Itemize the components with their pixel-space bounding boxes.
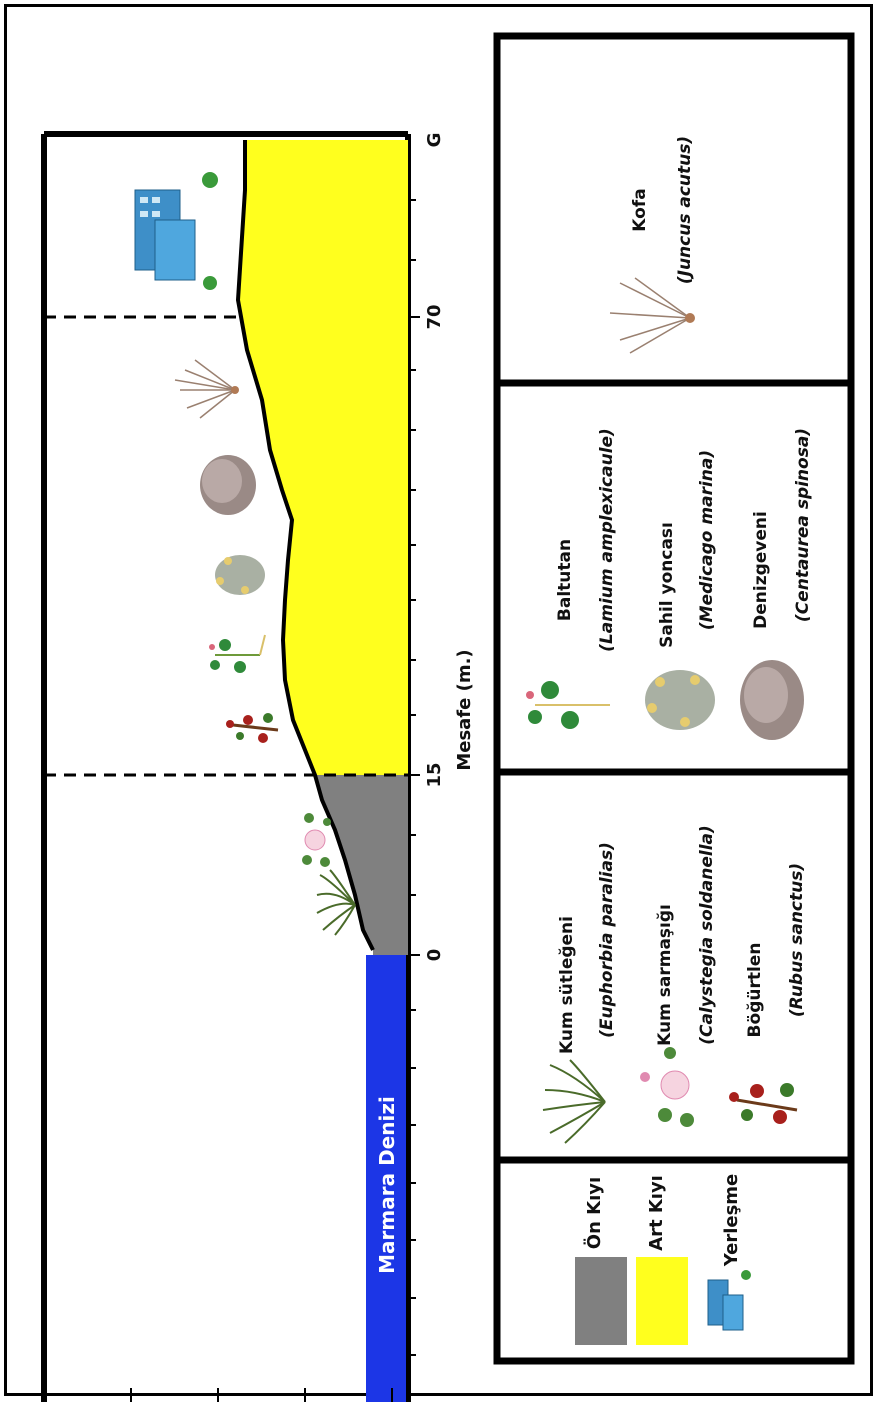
svg-text:(Calystegia soldanella): (Calystegia soldanella): [697, 825, 717, 1045]
legend-building-icon: [708, 1270, 751, 1330]
lamium-icon: [209, 635, 265, 673]
axis-end-north: G: [424, 133, 445, 148]
lamium-icon: [526, 681, 610, 729]
medicago-icon: [215, 555, 265, 595]
art-kiyi-area: [238, 140, 408, 775]
x-tick-label-15: 15: [424, 762, 445, 787]
sea-label: Marmara Denizi: [375, 1096, 399, 1274]
species-kum-sutlegeni: Kum sütleğeni (Euphorbia paralias): [557, 842, 617, 1054]
svg-text:Kum sarmaşığı: Kum sarmaşığı: [655, 904, 675, 1046]
svg-text:(Euphorbia paralias): (Euphorbia paralias): [597, 842, 617, 1038]
legend-art-kiyi: Art Kıyı: [646, 1175, 667, 1251]
species-bogurtlen: Böğürtlen (Rubus sanctus): [745, 863, 807, 1038]
building-icon: [135, 172, 218, 290]
svg-text:Böğürtlen: Böğürtlen: [745, 943, 765, 1038]
flower-icon: [640, 1047, 694, 1127]
species-kum-sarmasigi: Kum sarmaşığı (Calystegia soldanella): [655, 825, 717, 1046]
svg-text:(Juncus acutus): (Juncus acutus): [675, 136, 695, 284]
species-denizgeveni: Denizgeveni (Centaurea spinosa): [751, 428, 813, 629]
rush-icon: [175, 360, 239, 418]
bramble-icon: [729, 1083, 797, 1124]
svg-text:(Rubus sanctus): (Rubus sanctus): [787, 863, 807, 1017]
legend: Ön Kıyı Art Kıyı Yerleşme: [575, 1174, 751, 1345]
species-baltutan: Baltutan (Lamium amplexicaule): [555, 428, 617, 652]
centaurea-icon: [200, 455, 256, 515]
svg-text:(Lamium amplexicaule): (Lamium amplexicaule): [597, 428, 617, 652]
grass-tuft-icon: [543, 1060, 605, 1143]
legend-swatch-on-kiyi: [575, 1257, 627, 1345]
svg-text:Baltutan: Baltutan: [555, 539, 575, 621]
legend-swatch-art-kiyi: [636, 1257, 688, 1345]
svg-text:(Medicago marina): (Medicago marina): [697, 450, 717, 630]
flower-icon: [302, 813, 331, 867]
svg-text:Kofa: Kofa: [630, 188, 650, 231]
x-tick-label-70: 70: [424, 304, 445, 329]
x-tick-label-0: 0: [424, 949, 445, 962]
x-axis-title: Mesafe (m.): [454, 649, 475, 770]
rush-icon: [610, 278, 695, 353]
medicago-icon: [645, 670, 715, 730]
y-axis-ticks: [44, 1388, 392, 1402]
species-kofa: Kofa (Juncus acutus): [630, 136, 695, 284]
legend-on-kiyi: Ön Kıyı: [583, 1177, 605, 1249]
legend-yerlesme: Yerleşme: [721, 1174, 742, 1268]
bramble-icon: [226, 713, 278, 743]
centaurea-icon: [740, 660, 804, 740]
svg-text:Kum sütleğeni: Kum sütleğeni: [557, 916, 577, 1054]
species-sahil-yoncasi: Sahil yoncası (Medicago marina): [657, 450, 717, 648]
svg-text:Sahil yoncası: Sahil yoncası: [657, 522, 677, 648]
svg-text:Denizgeveni: Denizgeveni: [751, 511, 771, 629]
svg-text:(Centaurea spinosa): (Centaurea spinosa): [793, 428, 813, 622]
